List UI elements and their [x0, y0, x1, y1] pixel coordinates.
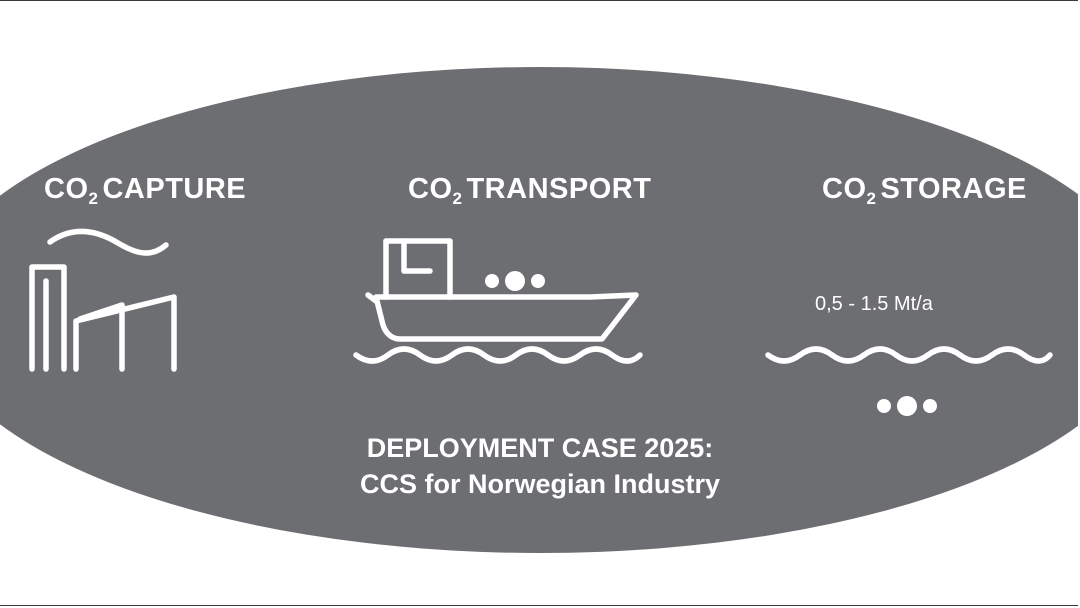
stage-storage-name: STORAGE: [880, 173, 1027, 205]
deployment-line-1: DEPLOYMENT CASE 2025:: [366, 433, 714, 463]
stage-transport-subscript: 2: [452, 189, 463, 208]
background-ellipse: [0, 67, 1078, 553]
stage-capture-subscript: 2: [88, 189, 99, 208]
stage-storage-prefix: CO: [822, 173, 867, 205]
stage-transport-name: TRANSPORT: [466, 173, 652, 205]
stage-capture-prefix: CO: [44, 173, 89, 205]
deployment-caption: DEPLOYMENT CASE 2025: CCS for Norwegian …: [290, 431, 790, 502]
factory-icon: [29, 228, 177, 372]
waves-icon: [765, 346, 1053, 364]
deployment-line-2: CCS for Norwegian Industry: [359, 468, 721, 499]
ship-icon: [353, 238, 643, 364]
stage-capture-name: CAPTURE: [102, 173, 247, 205]
co2-molecule-icon: [485, 271, 545, 291]
stage-transport-prefix: CO: [408, 173, 453, 205]
co2-molecule-icon: [877, 396, 937, 416]
stage-storage-subscript: 2: [866, 189, 877, 208]
storage-rate-label: 0,5 - 1.5 Mt/a: [815, 293, 933, 315]
